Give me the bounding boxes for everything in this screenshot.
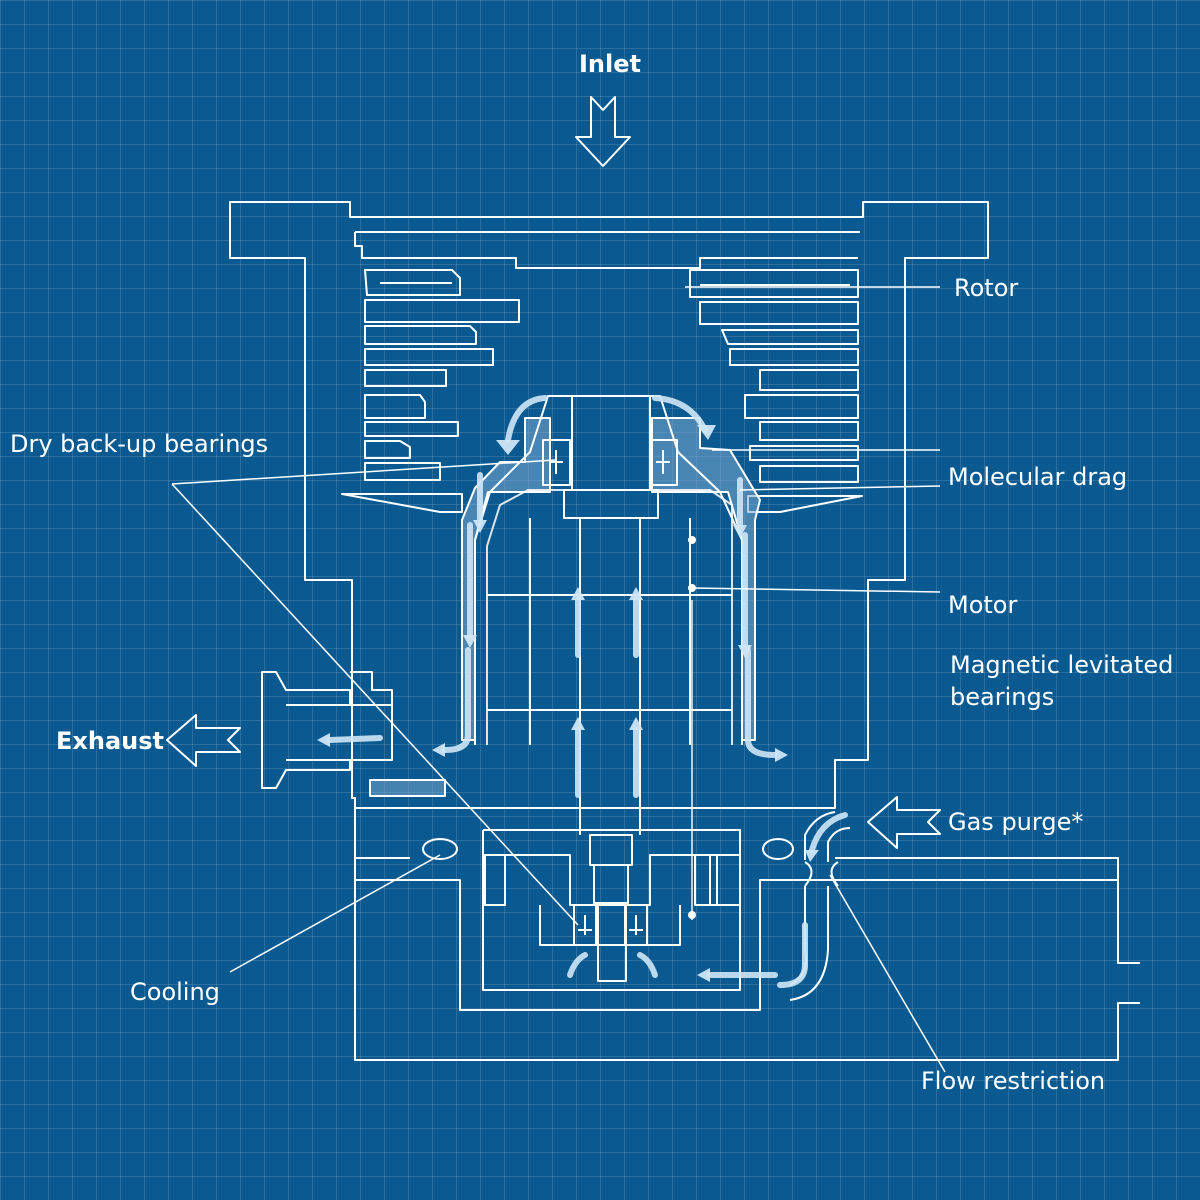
motor-stator	[487, 518, 732, 920]
gas-purge-arrow-icon	[867, 796, 941, 849]
cooling-label: Cooling	[130, 978, 220, 1006]
leader-lines	[171, 286, 946, 1073]
inlet-label: Inlet	[579, 50, 641, 78]
dry-backup-bearings-label: Dry back-up bearings	[10, 430, 269, 458]
rotor-blades-left	[364, 269, 520, 481]
lower-housing	[354, 808, 1140, 1061]
molecular-drag-label: Molecular drag	[948, 463, 1128, 491]
exhaust-port	[261, 671, 446, 797]
purge-channel	[804, 811, 851, 862]
molecular-drag-flange-right	[747, 495, 863, 513]
motor-label: Motor	[948, 591, 1018, 619]
cooling-channel-right	[762, 838, 794, 860]
exhaust-arrow-icon	[166, 714, 241, 767]
rotor-shaft	[563, 395, 659, 982]
molecular-drag-region-right	[651, 417, 761, 741]
gas-purge-label: Gas purge*	[948, 808, 1084, 836]
molecular-drag-flange-left	[341, 493, 463, 513]
rotor-label: Rotor	[954, 274, 1019, 302]
exhaust-label: Exhaust	[56, 727, 164, 755]
pump-housing	[229, 201, 989, 809]
gas-flow-arrows	[327, 395, 848, 988]
flow-restriction-icon	[804, 861, 839, 887]
flow-restriction-label: Flow restriction	[921, 1067, 1106, 1095]
cooling-channel-left	[422, 838, 458, 860]
magnetic-levitated-bearings-label: Magnetic levitated bearings	[950, 651, 1174, 711]
dry-backup-bearing-bottom	[573, 904, 648, 946]
rotor-blades-right	[689, 269, 859, 483]
dry-backup-bearing-top	[542, 439, 678, 486]
inlet-arrow-icon	[575, 96, 631, 167]
